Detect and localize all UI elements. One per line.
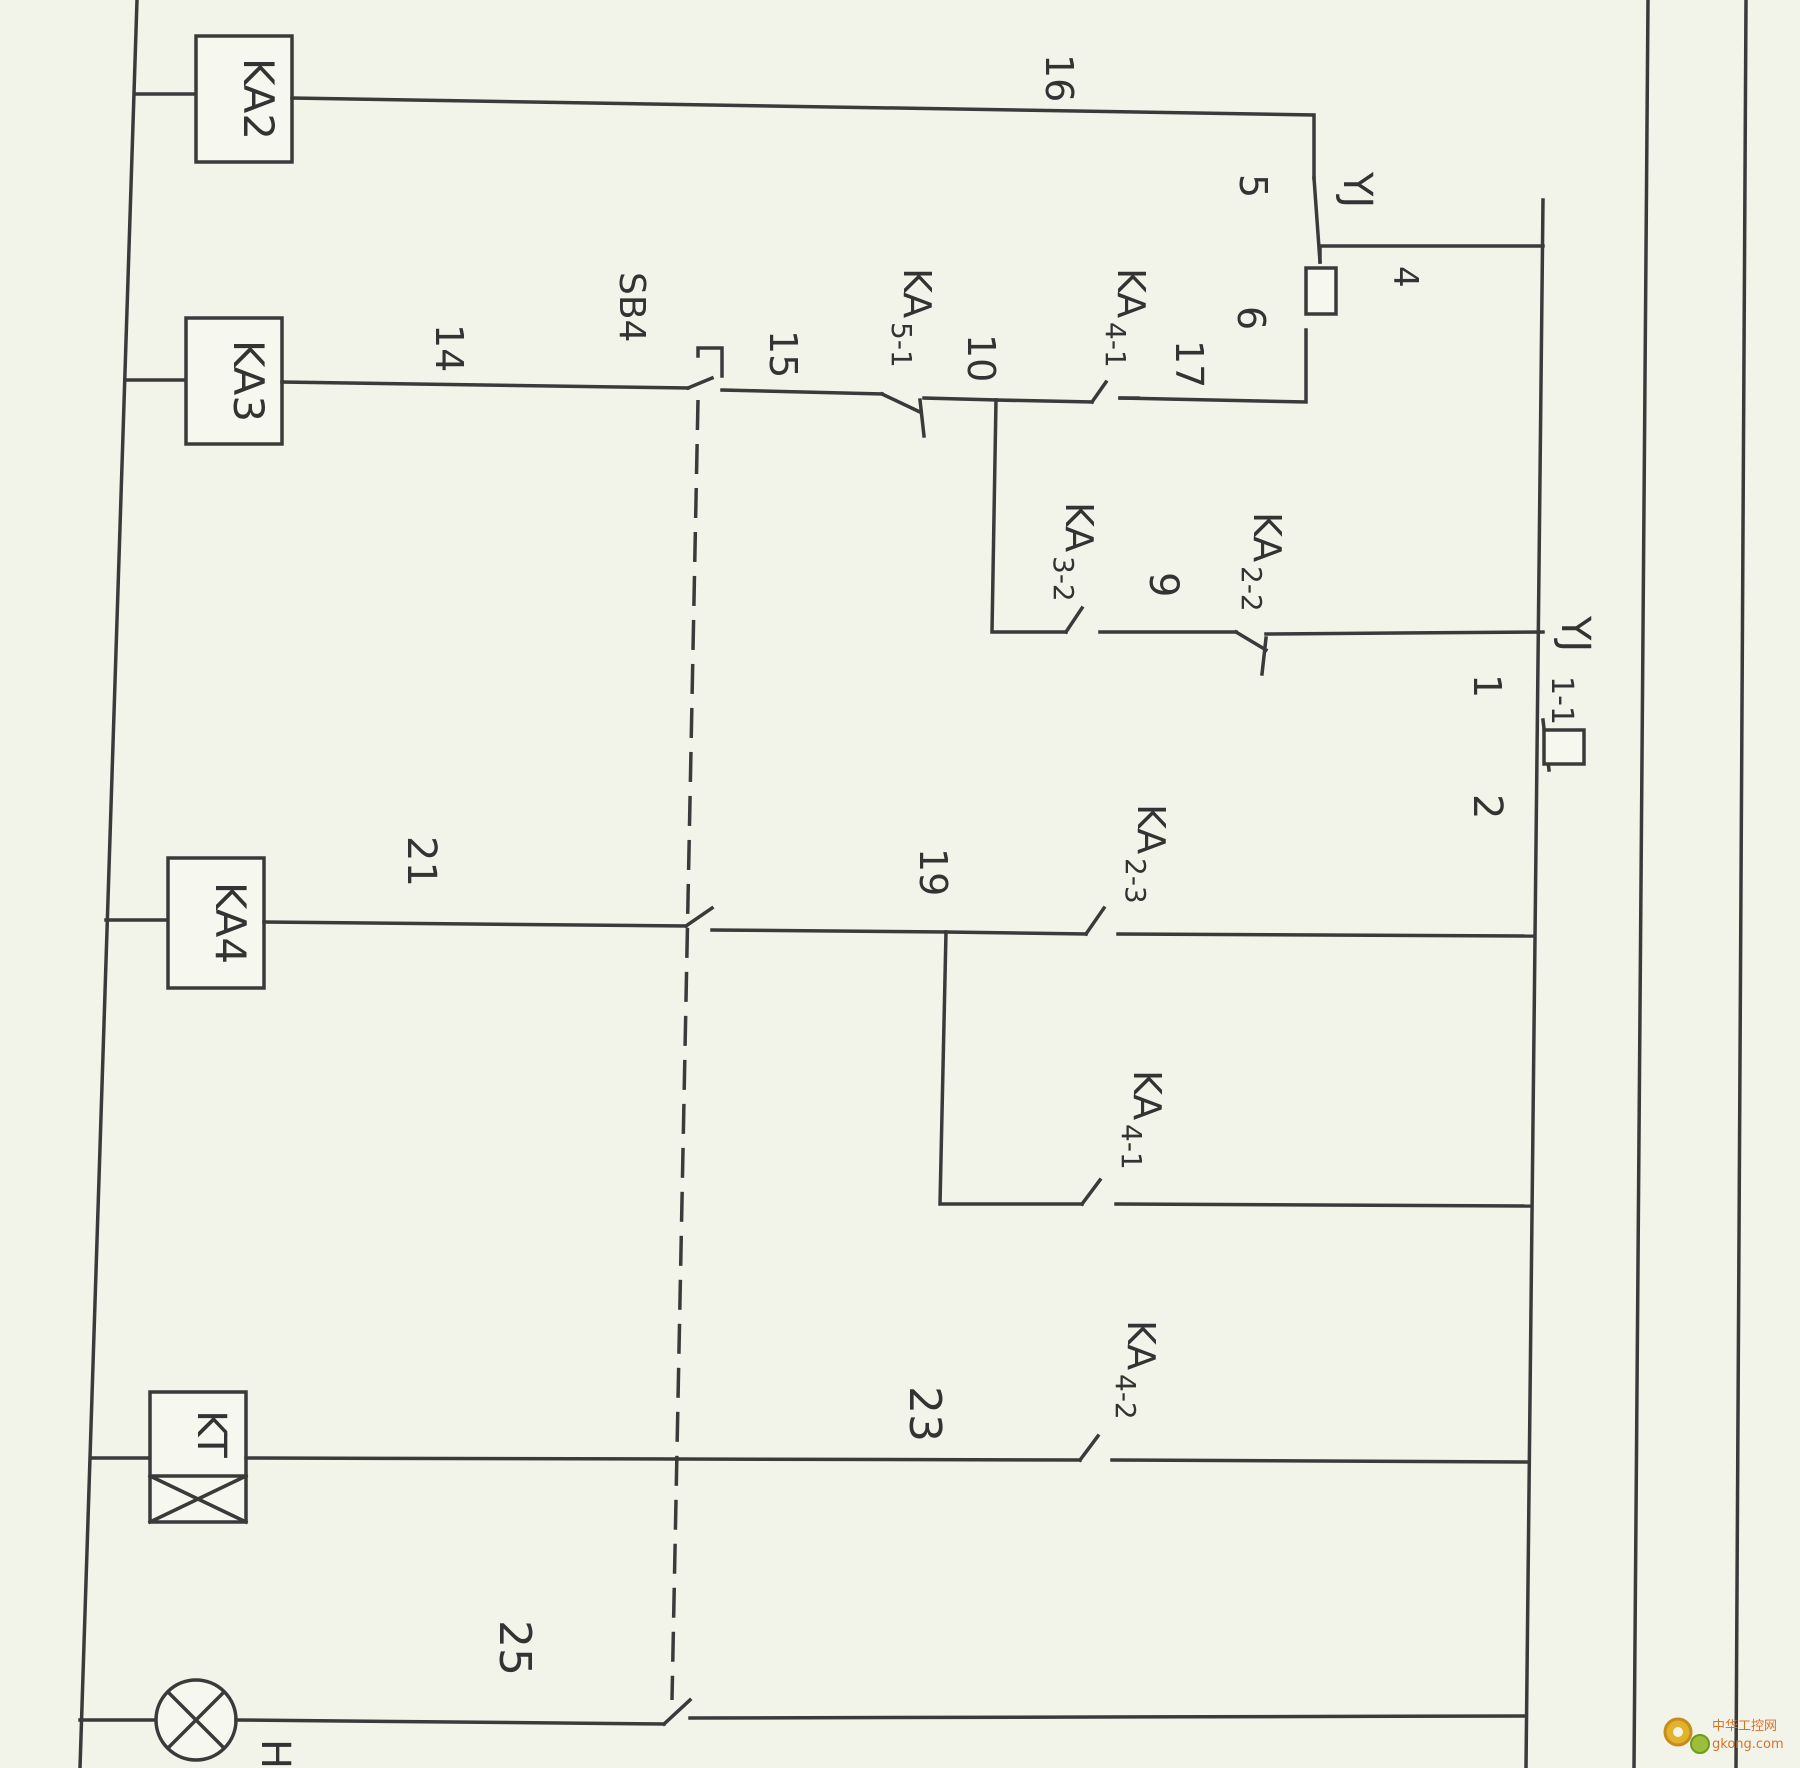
ka2-2-contact-blade	[1233, 629, 1269, 653]
node-10-branch-down	[990, 398, 1068, 634]
ka4-2-to-bus	[1110, 1458, 1530, 1464]
yj-contact-actuator	[1304, 266, 1338, 316]
svg-text:3-2: 3-2	[1047, 556, 1080, 602]
ka5-1-contact-blade	[879, 391, 923, 415]
sb4-mechanical-linkage	[670, 399, 700, 1701]
wire-number-17: 17	[1167, 340, 1211, 388]
wire-number-25: 25	[489, 1620, 540, 1676]
watermark-line1: 中华工控网	[1712, 1719, 1777, 1734]
svg-text:4-1: 4-1	[1115, 1124, 1148, 1170]
sb4-to-node-19	[710, 928, 948, 934]
ka4-1-top-label: KA 4-1	[1099, 268, 1153, 368]
ka4-rung-wire	[262, 920, 688, 928]
ka4-2-label: KA 4-2	[1109, 1320, 1163, 1420]
left-bus-rail	[78, 0, 139, 1768]
node-19-branch-down	[938, 930, 1084, 1206]
svg-text:KA: KA	[1119, 1320, 1163, 1370]
ka5-1-contact-stop	[918, 398, 926, 438]
yj-to-bus	[1318, 244, 1545, 264]
hl-to-bus	[688, 1714, 1528, 1720]
ka4-coil-label: KA4	[206, 882, 255, 964]
sb4-contact-blade	[685, 375, 715, 391]
right-bus-rail	[1524, 198, 1545, 1768]
sb4-button-head	[696, 346, 724, 378]
ka4-2-contact-blade	[1077, 1433, 1101, 1463]
ka2-3-contact-blade	[1083, 905, 1107, 937]
watermark-line2: gkong.com	[1712, 1737, 1784, 1752]
kt-rung-wire	[244, 1456, 1082, 1462]
ka5-1-label: KA 5-1	[885, 268, 939, 368]
sb4-nc-contact-blade	[683, 905, 715, 929]
wire-number-16: 16	[1037, 54, 1081, 102]
svg-text:KA: KA	[895, 268, 939, 318]
sb4-bottom-contact-blade	[661, 1697, 693, 1727]
svg-text:KA: KA	[1057, 502, 1101, 552]
ka3-2-label: KA 3-2	[1047, 502, 1101, 602]
yj-to-ka4-1	[1118, 328, 1308, 404]
ka2-2-label: KA 2-2	[1235, 512, 1289, 612]
hl-rung-wire	[234, 1718, 666, 1726]
node-10-to-ka4-1	[994, 398, 1094, 404]
ka5-1-to-node-10	[922, 396, 998, 402]
ka2-2-to-bus	[1264, 630, 1545, 636]
node-19-to-ka2-3	[944, 930, 1088, 936]
gear-icon-small	[1690, 1734, 1710, 1754]
hl-lamp-label: H	[252, 1739, 298, 1768]
svg-text:KA: KA	[1245, 512, 1289, 562]
svg-text:YJ: YJ	[1552, 615, 1598, 652]
yj1-1-label: YJ 1-1	[1544, 615, 1598, 725]
svg-text:1-1: 1-1	[1544, 676, 1579, 725]
kt-coil-label: KT	[188, 1410, 234, 1458]
wire-number-4: 4	[1385, 266, 1425, 288]
ka3-2-contact-blade	[1063, 605, 1085, 635]
ka3-rung-wire	[280, 380, 690, 390]
frame-line-2	[1734, 0, 1748, 1768]
ka2-3-to-bus	[1116, 932, 1535, 938]
ka4-1-mid-label: KA 4-1	[1115, 1070, 1169, 1170]
ka2-2-contact-stop	[1260, 636, 1268, 676]
ka2-3-label: KA 2-3	[1119, 804, 1173, 904]
svg-text:4-1: 4-1	[1099, 322, 1132, 368]
wire-number-9: 9	[1140, 572, 1186, 597]
frame-line-1	[1632, 0, 1650, 1768]
svg-text:KA: KA	[1129, 804, 1173, 854]
sb4-label: SB4	[611, 272, 652, 342]
yj-label: YJ	[1334, 171, 1380, 208]
wire-number-14: 14	[427, 324, 471, 372]
ka4-1-top-contact-blade	[1089, 379, 1109, 405]
kt-coil-cross-b	[147, 1473, 249, 1525]
ka4-1-mid-to-bus	[1114, 1202, 1532, 1208]
wire-number-21: 21	[398, 836, 444, 887]
wire-number-5: 5	[1231, 174, 1275, 198]
sb4-to-ka5-1	[720, 388, 884, 396]
ka3-coil-label: KA3	[224, 340, 273, 422]
ka2-coil-label: KA2	[234, 58, 283, 140]
svg-text:2-2: 2-2	[1235, 566, 1268, 612]
yj1-1-contact-actuator	[1542, 728, 1586, 766]
ka4-1-mid-contact-blade	[1079, 1177, 1103, 1207]
wire-number-23: 23	[899, 1386, 950, 1442]
svg-text:4-2: 4-2	[1109, 1374, 1142, 1420]
svg-text:5-1: 5-1	[885, 322, 918, 368]
svg-text:KA: KA	[1109, 268, 1153, 318]
wire-number-19: 19	[911, 848, 955, 896]
gkong-watermark: 中华工控网 gkong.com	[1663, 1717, 1784, 1754]
svg-text:2-3: 2-3	[1119, 858, 1152, 904]
ka2-rung-wire	[290, 96, 1316, 180]
wire-number-10: 10	[959, 334, 1003, 382]
ka3-coil	[184, 316, 284, 446]
wire-number-2: 2	[1464, 794, 1510, 819]
wire-number-15: 15	[761, 330, 805, 378]
svg-text:KA: KA	[1125, 1070, 1169, 1120]
hl-lamp-cross-b	[165, 1689, 227, 1751]
wire-number-1: 1	[1465, 674, 1509, 698]
wire-number-6: 6	[1229, 306, 1273, 330]
